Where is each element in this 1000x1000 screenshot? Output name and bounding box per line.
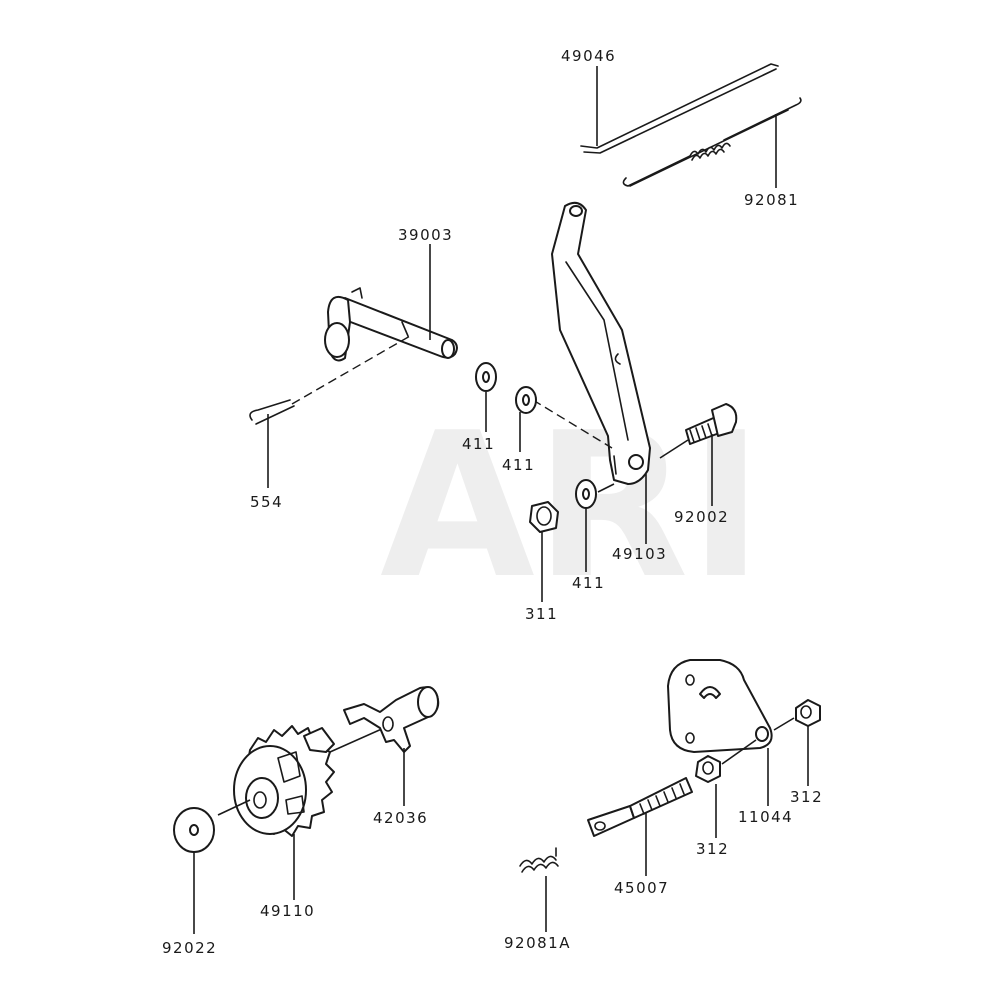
governor-shaft-39003 xyxy=(324,287,458,362)
label-49046: 49046 xyxy=(561,47,616,65)
label-39003: 39003 xyxy=(398,226,453,244)
spring-92081A xyxy=(519,847,559,873)
nut-311 xyxy=(529,501,559,533)
label-92002: 92002 xyxy=(674,508,729,526)
label-554: 554 xyxy=(250,493,283,511)
cotter-pin-554 xyxy=(249,399,295,425)
label-92081: 92081 xyxy=(744,191,799,209)
label-411-a: 411 xyxy=(462,435,495,453)
governor-gear-49110 xyxy=(233,725,335,837)
label-45007: 45007 xyxy=(614,879,669,897)
nut-312-a xyxy=(795,699,821,727)
label-312-b: 312 xyxy=(696,840,729,858)
governor-shaft-42036 xyxy=(343,686,440,753)
label-311: 311 xyxy=(525,605,558,623)
label-42036: 42036 xyxy=(373,809,428,827)
washer-411-c xyxy=(575,479,597,509)
label-411-b: 411 xyxy=(502,456,535,474)
governor-lever-49103 xyxy=(551,201,651,485)
label-49110: 49110 xyxy=(260,902,315,920)
label-411-c: 411 xyxy=(572,574,605,592)
label-312-a: 312 xyxy=(790,788,823,806)
washer-411-a xyxy=(475,362,497,392)
label-49103: 49103 xyxy=(612,545,667,563)
governor-spring-92081 xyxy=(622,97,802,187)
adjusting-rod-45007 xyxy=(587,777,693,837)
bolt-92002 xyxy=(685,403,738,445)
label-92081A: 92081A xyxy=(504,934,571,952)
control-cable-49046 xyxy=(580,63,779,154)
nut-312-b xyxy=(695,755,721,783)
label-92022: 92022 xyxy=(162,939,217,957)
label-11044: 11044 xyxy=(738,808,793,826)
bracket-11044 xyxy=(667,659,773,753)
washer-92022 xyxy=(173,807,215,853)
washer-411-b xyxy=(515,386,537,414)
